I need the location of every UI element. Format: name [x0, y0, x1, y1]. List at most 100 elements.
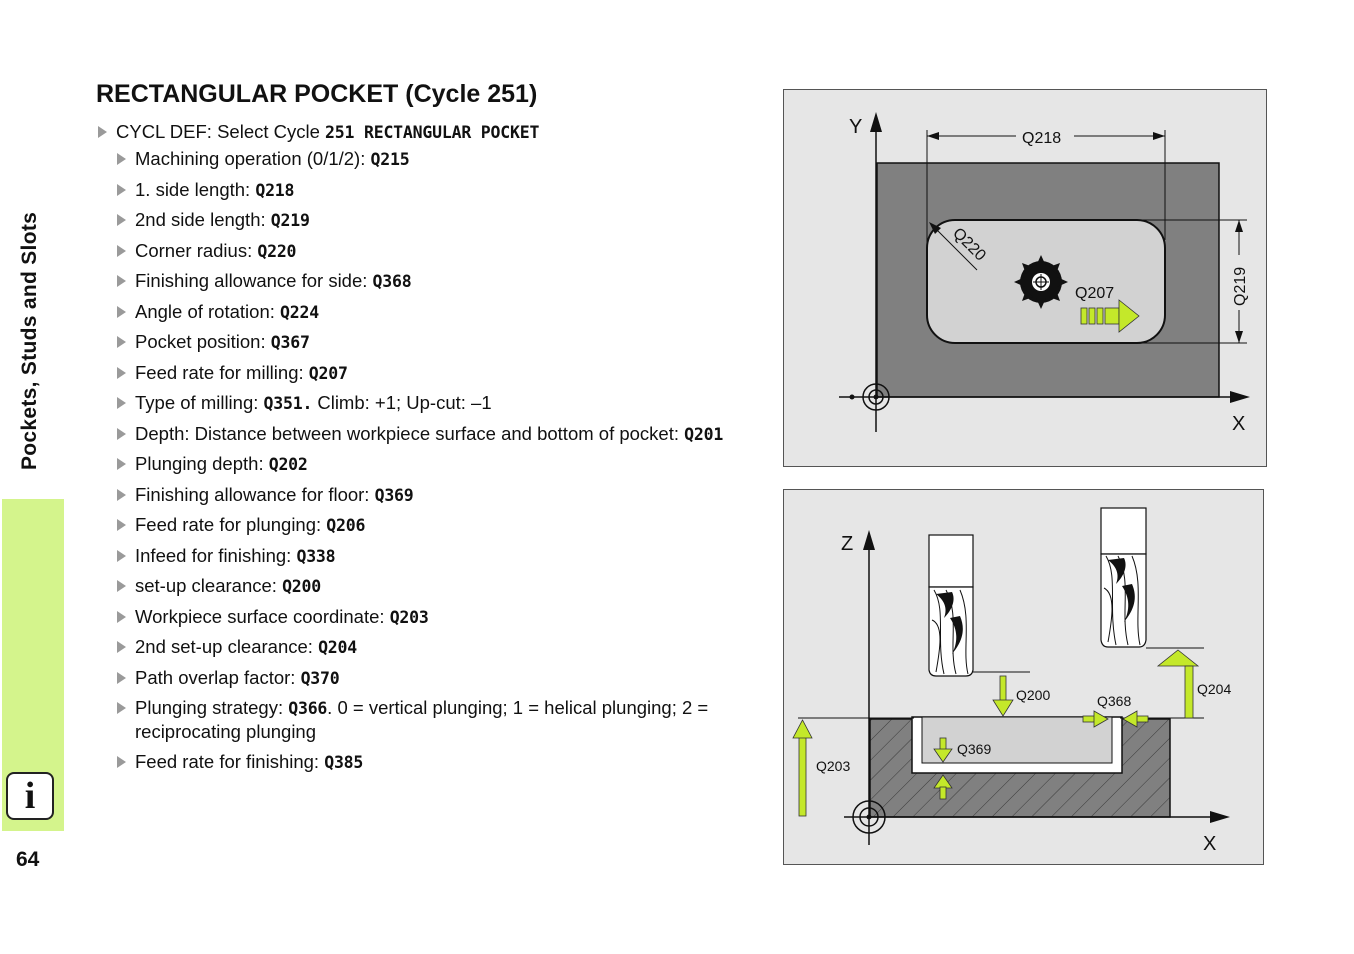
q218-label: Q218 [1022, 130, 1061, 147]
origin-icon [852, 800, 886, 834]
pocket-xz-svg: Z X Q200 Q368 [792, 507, 1231, 855]
param-text: Corner radius: [135, 239, 258, 261]
param-text: 2nd side length: [135, 209, 271, 230]
bullet-triangle-icon [117, 549, 126, 562]
q200-label: Q200 [1016, 687, 1050, 703]
param-code: Q367 [270, 333, 310, 352]
param-item: Angle of rotation: Q224 [96, 300, 756, 324]
param-text: set-up clearance: [135, 575, 283, 596]
q203-label: Q203 [816, 758, 850, 774]
bullet-triangle-icon [117, 671, 126, 684]
param-text: Pocket position: [135, 331, 271, 352]
param-text: 1. side length: [135, 178, 256, 200]
bullet-triangle-icon [117, 244, 126, 257]
bullet-triangle-icon [117, 755, 126, 768]
end-mill-left-icon [928, 534, 974, 677]
cycl-def-item: CYCL DEF: Select Cycle 251 RECTANGULAR P… [96, 120, 756, 147]
param-code: Q200 [282, 577, 321, 596]
bullet-triangle-icon [117, 183, 126, 196]
q200-arrow-icon [992, 675, 1014, 717]
bullet-triangle-icon [117, 305, 126, 318]
param-text: Machining operation (0/1/2): [135, 148, 371, 169]
param-code: Q218 [255, 180, 295, 200]
q207-label: Q207 [1075, 285, 1114, 302]
param-code: Q224 [280, 302, 319, 322]
param-code: Q206 [326, 516, 366, 535]
param-item: 2nd side length: Q219 [96, 208, 756, 232]
bullet-triangle-icon [117, 488, 126, 501]
z-axis-label: Z [841, 533, 853, 555]
param-text: Feed rate for finishing: [135, 750, 325, 772]
q368-label: Q368 [1097, 693, 1131, 709]
param-item: Machining operation (0/1/2): Q215 [96, 147, 756, 171]
param-code: Q338 [296, 546, 336, 566]
q369-arrows-icon [933, 737, 953, 800]
bullet-triangle-icon [98, 126, 107, 138]
page-number: 64 [16, 848, 40, 871]
bullet-triangle-icon [117, 275, 126, 287]
bullet-triangle-icon [117, 580, 126, 592]
param-text: Angle of rotation: [135, 300, 281, 322]
param-text: Workpiece surface coordinate: [135, 605, 390, 627]
param-code: Q369 [374, 485, 414, 505]
param-item: Finishing allowance for floor: Q369 [96, 483, 756, 507]
param-item: 1. side length: Q218 [96, 178, 756, 202]
param-text: Finishing allowance for side: [135, 270, 373, 291]
param-text: Plunging depth: [135, 453, 269, 474]
q204-arrow-icon [1156, 649, 1200, 719]
x-axis-label: X [1232, 413, 1245, 435]
param-item: Type of milling: Q351. Climb: +1; Up-cut… [96, 391, 756, 415]
param-after: . 0 = vertical plunging; 1 = helical plu… [135, 697, 709, 742]
param-item: Finishing allowance for side: Q368 [96, 269, 756, 293]
param-code: Q370 [300, 668, 340, 688]
bullet-triangle-icon [117, 397, 126, 409]
param-text: Finishing allowance for floor: [135, 483, 375, 505]
param-text: Infeed for finishing: [135, 544, 297, 566]
param-item: Feed rate for milling: Q207 [96, 361, 756, 385]
q203-arrow-icon [792, 719, 813, 817]
param-item: Plunging strategy: Q366. 0 = vertical pl… [96, 696, 756, 743]
param-text: 2nd set-up clearance: [135, 636, 319, 657]
q369-label: Q369 [957, 741, 991, 757]
param-item: Infeed for finishing: Q338 [96, 544, 756, 568]
param-text: Type of milling: [135, 392, 264, 413]
q204-label: Q204 [1197, 681, 1231, 697]
feed-arrow-icon [1080, 299, 1140, 333]
pocket-xy-svg: Y X Q218 Q219 Q220 [839, 112, 1250, 435]
param-item: Depth: Distance between workpiece surfac… [96, 422, 756, 446]
x-axis-arrow-icon [1210, 811, 1230, 823]
bullet-triangle-icon [117, 519, 126, 531]
pocket-xz-diagram: Z X Q200 Q368 [783, 489, 1264, 865]
bullet-triangle-icon [117, 153, 126, 165]
cycl-def-text: CYCL DEF: Select Cycle [116, 121, 326, 142]
x-axis-label: X [1203, 833, 1216, 855]
param-code: Q366 [288, 699, 328, 718]
cycl-def-code: 251 RECTANGULAR POCKET [325, 123, 540, 142]
page-title: RECTANGULAR POCKET (Cycle 251) [96, 80, 538, 108]
q368-arrows-icon [1082, 710, 1149, 728]
param-code: Q220 [257, 241, 297, 261]
y-axis-label: Y [849, 116, 862, 138]
param-after: Climb: +1; Up-cut: –1 [312, 392, 492, 413]
pocket-xy-diagram: Y X Q218 Q219 Q220 [783, 89, 1267, 467]
param-item: Feed rate for plunging: Q206 [96, 513, 756, 537]
info-icon[interactable]: i [6, 772, 54, 820]
param-code: Q351. [263, 394, 313, 413]
bullet-triangle-icon [117, 366, 126, 379]
param-code: Q219 [270, 211, 310, 230]
end-mill-right-icon [1100, 507, 1147, 648]
param-code: Q203 [389, 607, 429, 627]
section-title-vertical: Pockets, Studs and Slots [18, 211, 41, 470]
param-text: Depth: Distance between workpiece surfac… [135, 422, 685, 444]
bullet-triangle-icon [117, 336, 126, 348]
param-item: 2nd set-up clearance: Q204 [96, 635, 756, 659]
bullet-triangle-icon [117, 641, 126, 653]
param-text: Path overlap factor: [135, 666, 301, 688]
param-item: Plunging depth: Q202 [96, 452, 756, 476]
bullet-triangle-icon [117, 458, 126, 470]
param-item: set-up clearance: Q200 [96, 574, 756, 598]
q219-label: Q219 [1232, 267, 1249, 306]
z-axis-arrow-icon [863, 530, 875, 550]
bullet-triangle-icon [117, 427, 126, 440]
milling-cutter-icon [1014, 255, 1068, 309]
